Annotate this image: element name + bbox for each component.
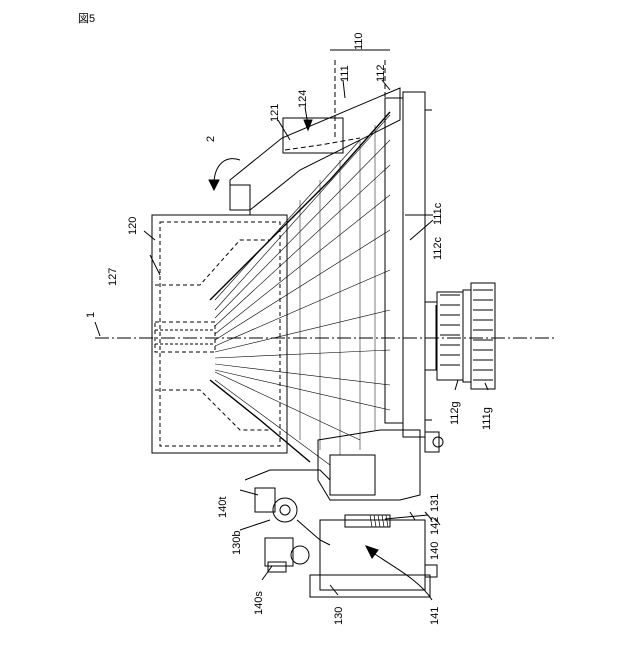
label-121: 121 xyxy=(270,104,281,122)
gear-112g xyxy=(463,290,471,382)
label-140: 140 xyxy=(430,542,441,560)
shaft-block xyxy=(425,302,437,370)
label-140t: 140t xyxy=(218,497,229,518)
figure-title: 図5 xyxy=(78,10,95,26)
label-124: 124 xyxy=(298,90,309,108)
label-2: 2 xyxy=(206,136,217,142)
label-111: 111 xyxy=(340,65,351,82)
label-1: 1 xyxy=(86,312,97,318)
label-120: 120 xyxy=(128,217,139,235)
spring-142 xyxy=(370,515,388,527)
label-130b: 130b xyxy=(232,531,243,555)
housing-120 xyxy=(152,215,287,453)
fiber-cone xyxy=(215,115,390,465)
frame-121 xyxy=(230,88,400,210)
label-127: 127 xyxy=(108,268,119,286)
gear-112g-teeth xyxy=(440,295,460,365)
label-140s: 140s xyxy=(254,591,265,615)
main-plate xyxy=(385,98,403,423)
gear-111g-teeth xyxy=(473,290,493,380)
arrow-2 xyxy=(214,159,240,182)
roller-130b xyxy=(273,498,297,522)
label-131: 131 xyxy=(430,494,441,512)
arrow-141 xyxy=(372,552,432,600)
label-112g: 112g xyxy=(450,401,461,425)
label-141: 141 xyxy=(430,607,441,625)
label-111c: 111c xyxy=(433,203,444,225)
gear-111g xyxy=(471,283,495,389)
label-112: 112 xyxy=(376,64,387,82)
label-111g: 111g xyxy=(482,407,493,430)
bracket-130 xyxy=(318,430,420,500)
label-110: 110 xyxy=(354,32,365,50)
label-142: 142 xyxy=(430,517,441,535)
label-112c: 112c xyxy=(433,237,444,260)
label-130: 130 xyxy=(334,607,345,625)
